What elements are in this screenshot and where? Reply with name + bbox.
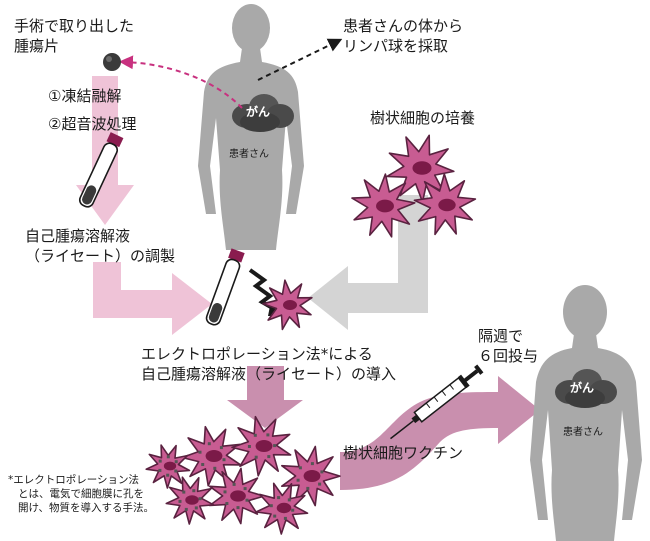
syringe-icon (390, 364, 484, 440)
tumor-piece-icon (103, 53, 121, 71)
dashed-arrow-tumor (119, 55, 243, 109)
antigen-dot (306, 486, 310, 490)
antigen-dot (166, 473, 170, 477)
antigen-dot (318, 482, 322, 486)
antigen-dot (174, 469, 178, 473)
antigen-dot (247, 445, 251, 448)
patient-body-top (198, 4, 304, 250)
schedule-line2: ６回投与 (478, 347, 539, 365)
cell-nucleus (163, 461, 177, 471)
schedule-line1: 隔週で (478, 327, 524, 345)
antigen-dot (198, 497, 202, 501)
dendritic-cells (145, 134, 477, 535)
cell-nucleus (283, 300, 297, 310)
electro-line1: エレクトロポレーション法*による (141, 345, 373, 363)
cell-nucleus (303, 470, 321, 482)
patient-label-top: 患者さん (229, 149, 269, 160)
antigen-dot (182, 490, 186, 494)
cell-nucleus (205, 450, 223, 462)
flow-arrows (76, 76, 540, 490)
cancer-label-top: がん (246, 105, 271, 119)
lysate-line1: 自己腫瘍溶解液 (25, 227, 131, 245)
patient-label-right: 患者さん (563, 427, 603, 438)
antigen-dot (219, 446, 223, 450)
test-tube-lysate-icon (78, 132, 124, 208)
tumor-piece-line1: 手術で取り出した (14, 17, 135, 35)
electro-label: エレクトロポレーション法*による 自己腫瘍溶解液（ライセート）の導入 (141, 344, 396, 384)
antigen-dot (184, 507, 188, 511)
antigen-dot (174, 460, 178, 464)
cell-nucleus (376, 199, 394, 213)
step2-label: ②超音波処理 (48, 115, 137, 133)
antigen-dot (243, 487, 247, 491)
antigen-dot (287, 498, 291, 502)
antigen-dot (213, 466, 217, 470)
lysate-label: 自己腫瘍溶解液 （ライセート）の調製 (25, 226, 175, 266)
dashed-arrow-lymph (257, 38, 343, 81)
lysate-line2: （ライセート）の調製 (25, 247, 176, 265)
culture-label: 樹状細胞の培養 (370, 109, 476, 127)
schedule-label: 隔週で ６回投与 (478, 326, 538, 366)
antigen-dot (232, 482, 236, 486)
antigen-dot (198, 450, 202, 454)
mauve-arrow-down (227, 366, 303, 428)
antigen-dot (236, 506, 240, 510)
electro-line2: 自己腫瘍溶解液（ライセート）の導入 (141, 365, 397, 383)
antigen-dot (254, 455, 258, 459)
tumor-piece-line2: 腫瘍片 (14, 37, 60, 55)
footnote-line1: *エレクトロポレーション法 (8, 474, 140, 486)
footnote-line2: とは、電気で細胞膜に孔を (18, 488, 144, 500)
cell-nucleus (255, 440, 273, 452)
antigen-dot (320, 470, 324, 474)
antigen-dot (296, 478, 300, 482)
antigen-dot (273, 444, 277, 448)
cancer-label-right: がん (570, 381, 595, 395)
step1-label: ①凍結融解 (48, 87, 122, 105)
antigen-dot (298, 466, 302, 470)
antigen-dot (273, 514, 277, 518)
antigen-dot (267, 455, 271, 459)
antigen-dot (207, 442, 211, 446)
patient-body-right (530, 285, 642, 541)
cell-nucleus (230, 490, 246, 502)
test-tube-electro-icon (205, 248, 245, 326)
antigen-dot (225, 502, 229, 505)
vaccine-label: 樹状細胞ワクチン (343, 444, 464, 462)
cancer-mass-top (232, 94, 294, 132)
cancer-mass-right (555, 369, 617, 408)
lymph-line2: リンパ球を採取 (343, 37, 449, 55)
footnote-line3: 開け、物質を導入する手法。 (18, 502, 154, 514)
antigen-dot (269, 504, 273, 508)
antigen-dot (158, 459, 162, 463)
lymph-label: 患者さんの体から リンパ球を採取 (343, 16, 463, 56)
mauve-arrow-right (340, 376, 540, 490)
antigen-dot (291, 508, 295, 512)
pink-arrow-right (93, 262, 212, 335)
cell-nucleus (412, 161, 432, 175)
antigen-dot (158, 468, 162, 472)
antigen-dot (277, 496, 281, 500)
cell-nucleus (185, 495, 199, 505)
antigen-dot (253, 433, 257, 437)
lymph-line1: 患者さんの体から (343, 17, 464, 35)
tumor-piece-label: 手術で取り出した 腫瘍片 (14, 16, 134, 56)
antigen-dot (166, 455, 170, 459)
cell-nucleus (276, 502, 292, 514)
antigen-dot (266, 433, 270, 437)
antigen-dot (178, 499, 182, 503)
antigen-dot (283, 516, 287, 520)
antigen-dot (310, 462, 314, 466)
antigen-dot (194, 506, 198, 510)
antigen-dot (222, 458, 226, 462)
gray-arrow (308, 195, 428, 330)
antigen-dot (223, 490, 227, 494)
cell-nucleus (438, 198, 456, 212)
antigen-dot (201, 463, 205, 466)
antigen-dot (192, 489, 196, 493)
antigen-dot (245, 498, 249, 502)
footnote: *エレクトロポレーション法 とは、電気で細胞膜に孔を 開け、物質を導入する手法。 (8, 473, 154, 515)
